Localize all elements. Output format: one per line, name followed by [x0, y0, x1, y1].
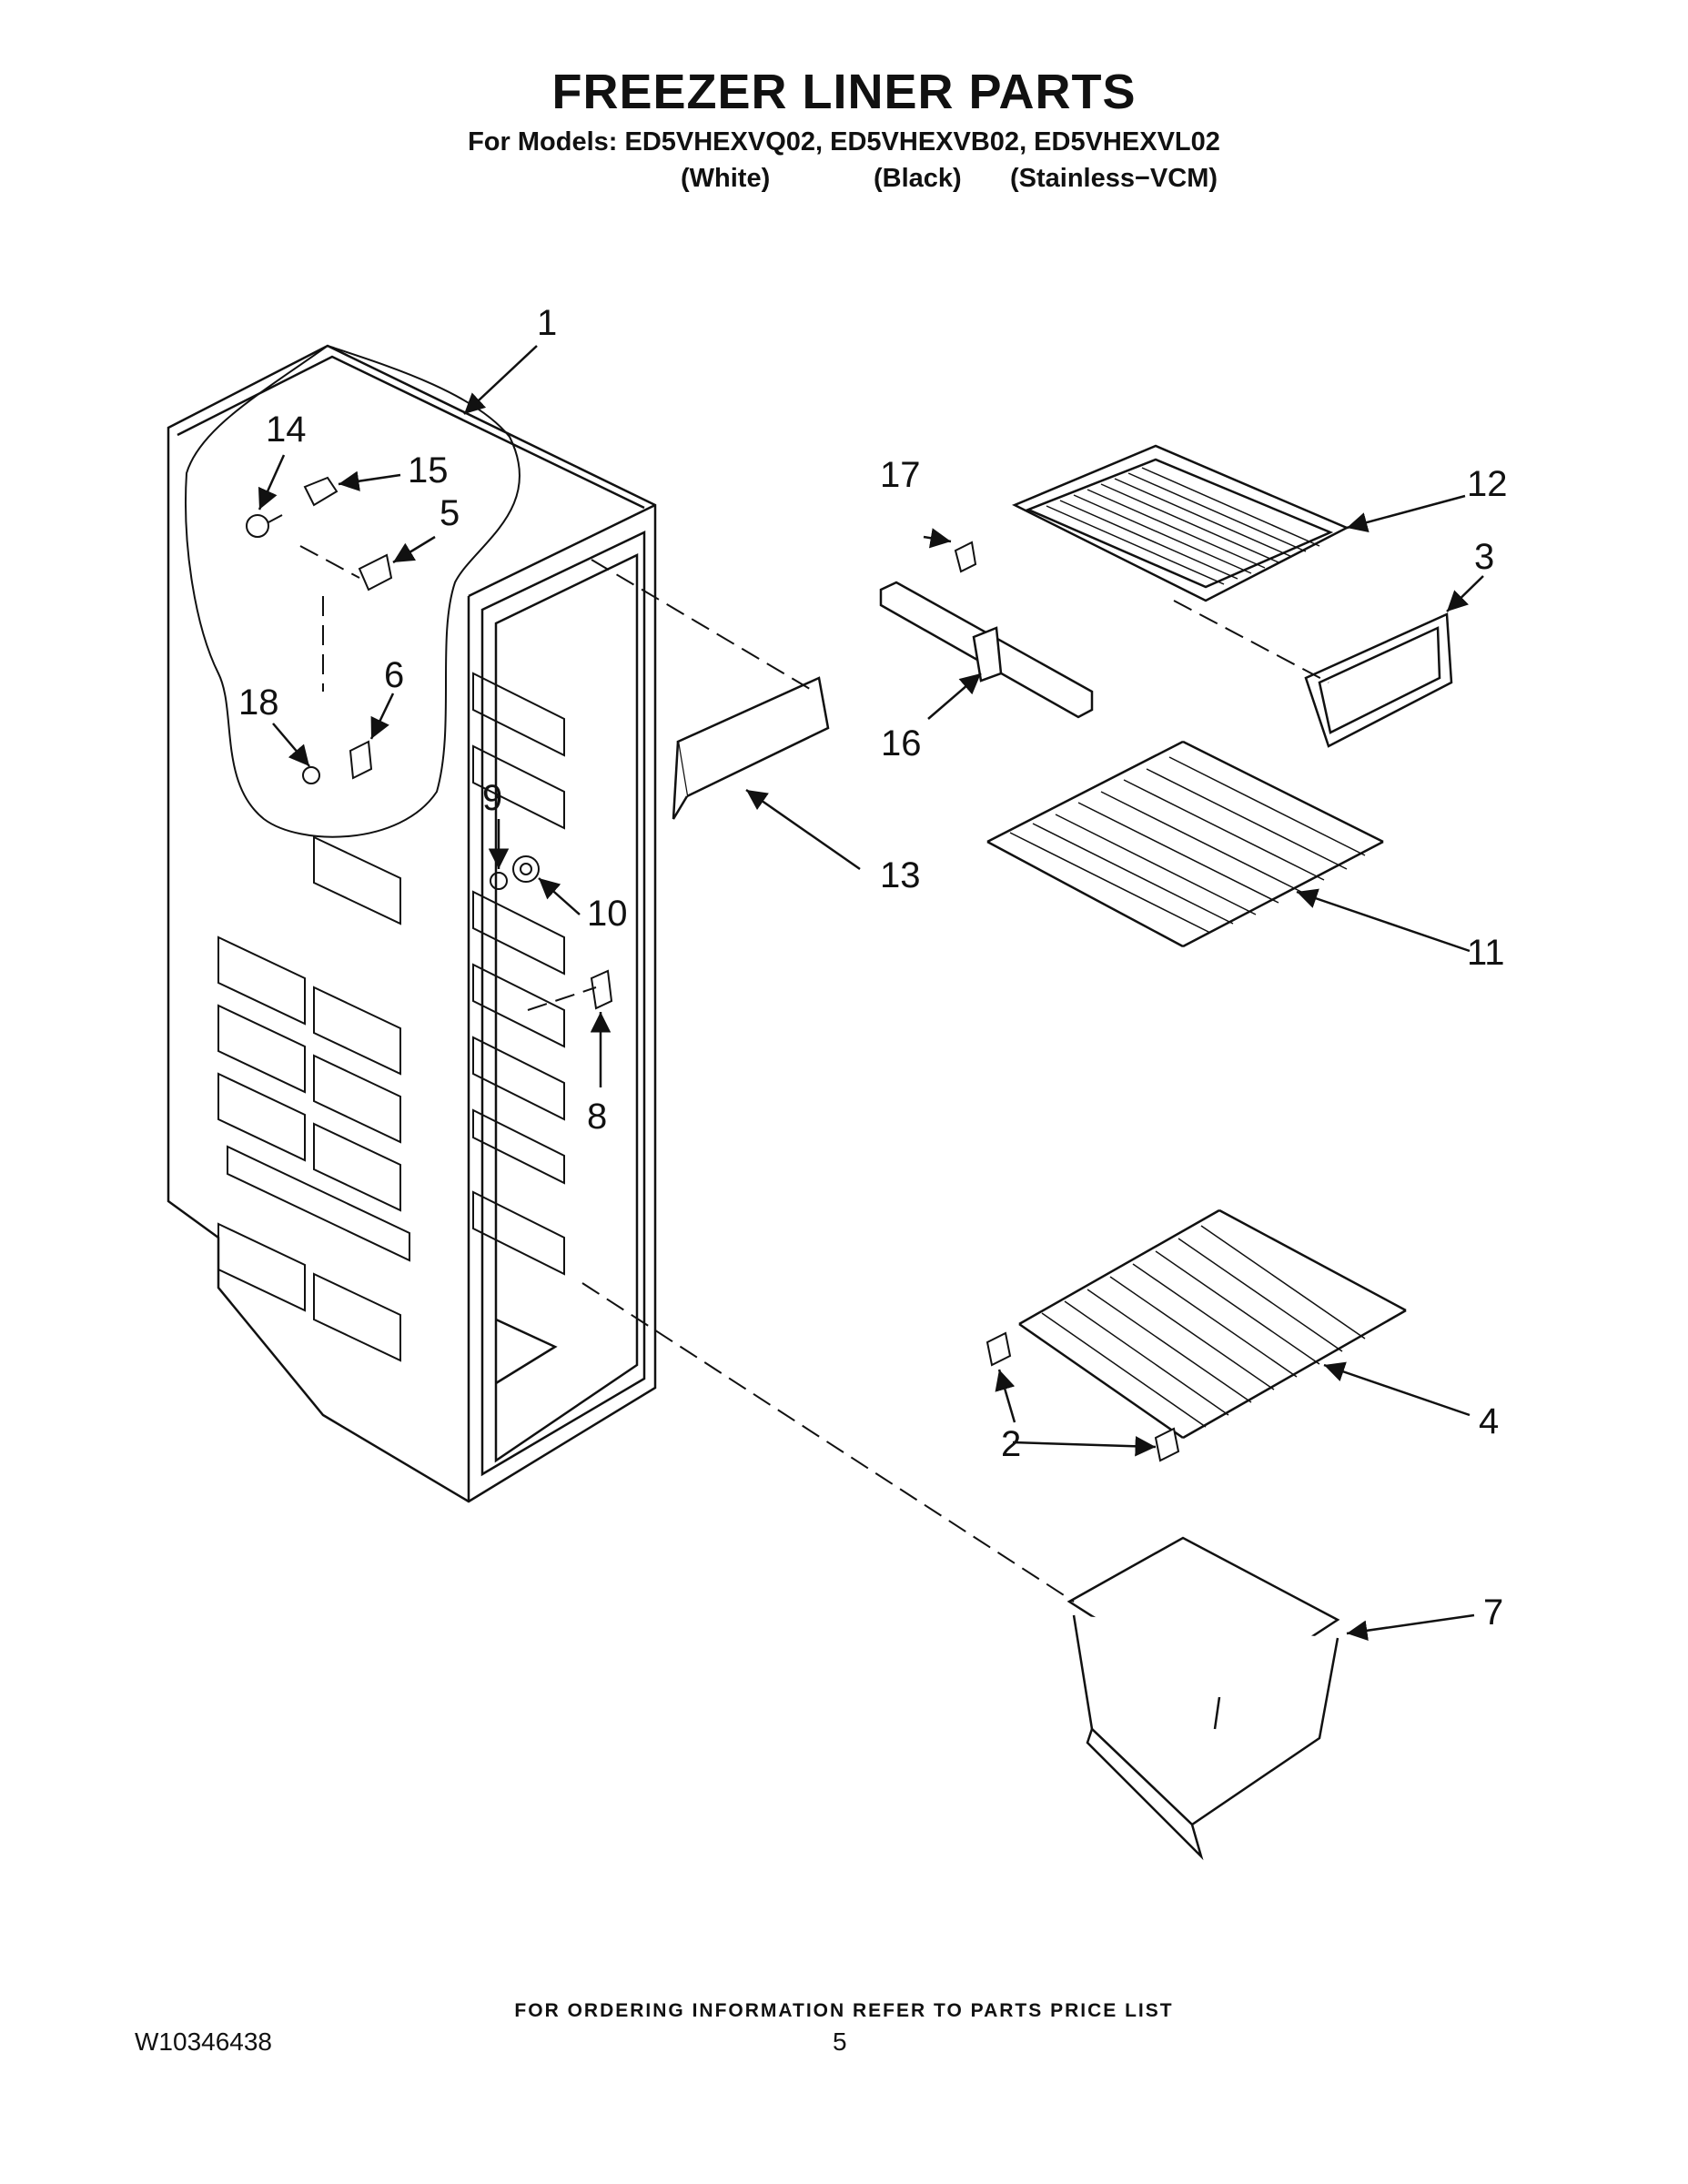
callout-3: 3: [1474, 537, 1494, 577]
callout-2: 2: [1001, 1424, 1021, 1464]
callout-6: 6: [384, 655, 404, 695]
callout-9: 9: [482, 778, 502, 818]
callout-13: 13: [880, 855, 921, 895]
freezer-liner: [167, 344, 657, 1503]
part-4-wire-shelf: [1018, 1208, 1407, 1440]
variant-white: (White): [681, 164, 771, 193]
part-6-bracket: [349, 740, 373, 780]
part-14-bulb: [246, 514, 283, 538]
model-list: For Models: ED5VHEXVQ02, ED5VHEXVB02, ED…: [468, 127, 1220, 157]
callout-10: 10: [587, 894, 628, 934]
callout-14: 14: [266, 410, 307, 450]
part-10-washer: [512, 855, 540, 883]
variant-black: (Black): [874, 164, 962, 193]
callout-16: 16: [881, 723, 922, 763]
callout-labels: 1 2 3 4 5 6 7 8 9 10 11 12 13 14 15 16 1…: [238, 303, 1508, 1633]
part-12-shelf: [1012, 444, 1349, 602]
part-5-clip: [358, 553, 393, 592]
assembly-lines: [299, 545, 1329, 1603]
leader-arrows: [258, 345, 1484, 1641]
part-15-socket: [303, 476, 339, 507]
callout-1: 1: [537, 303, 557, 343]
part-8-block: [590, 969, 613, 1010]
callout-5: 5: [440, 493, 460, 533]
part-2-caps: [986, 1331, 1180, 1462]
part-18-screw: [302, 766, 320, 784]
part-7-bin: [1066, 1536, 1340, 1861]
callout-4: 4: [1479, 1401, 1499, 1441]
callout-17: 17: [880, 455, 921, 495]
document-id: W10346438: [135, 2027, 273, 2056]
callout-11: 11: [1467, 933, 1505, 973]
part-11-wire-shelf: [986, 740, 1384, 948]
part-17-screw: [954, 541, 977, 573]
page-title: FREEZER LINER PARTS: [551, 65, 1137, 119]
part-13-cover: [672, 676, 830, 820]
part-9-screw: [490, 872, 508, 890]
part-16-rail: [879, 581, 1094, 719]
part-3-frame: [1304, 612, 1453, 748]
variant-stainless: (Stainless−VCM): [1010, 164, 1218, 193]
callout-18: 18: [238, 682, 279, 723]
ordering-note: FOR ORDERING INFORMATION REFER TO PARTS …: [514, 2000, 1174, 2021]
callout-15: 15: [408, 450, 449, 490]
callout-12: 12: [1467, 464, 1508, 504]
callout-7: 7: [1483, 1592, 1503, 1633]
page-number: 5: [833, 2027, 847, 2056]
callout-8: 8: [587, 1097, 607, 1137]
